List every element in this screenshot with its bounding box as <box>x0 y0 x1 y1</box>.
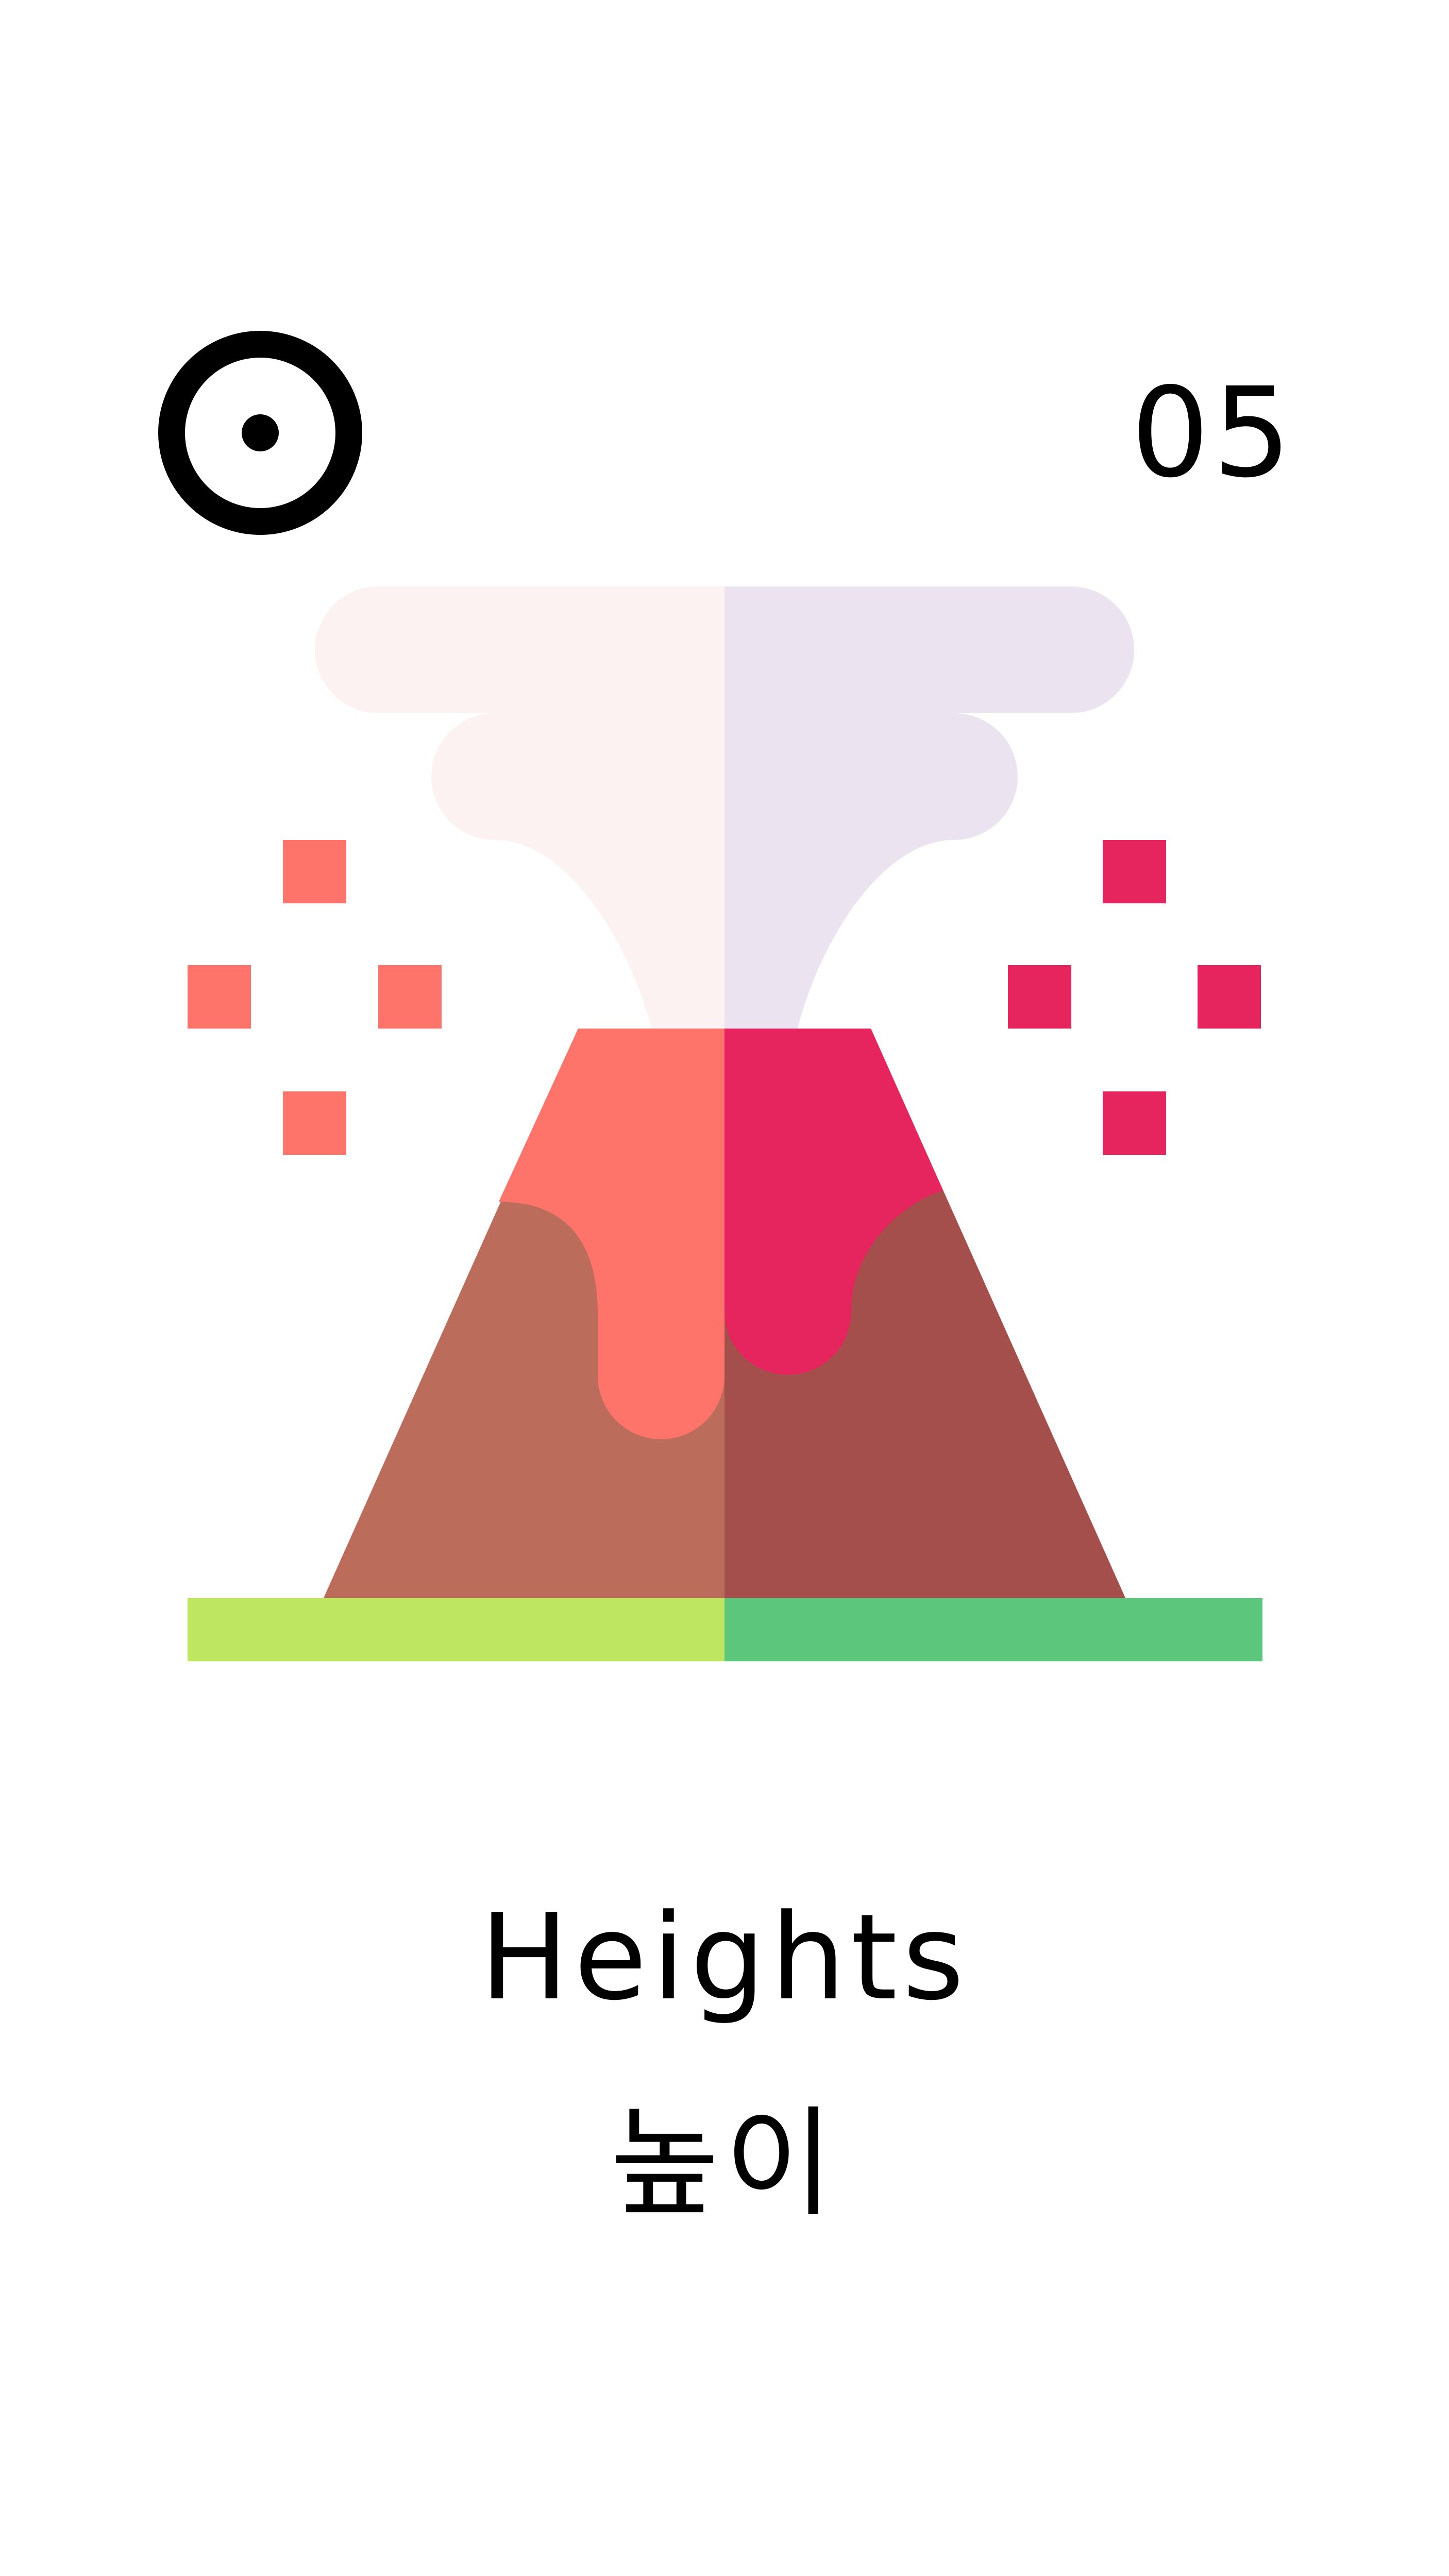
sun-circled-dot-icon <box>158 331 362 535</box>
spark-square <box>1103 1091 1166 1155</box>
spark-square <box>283 1091 346 1155</box>
spark-square <box>1103 840 1166 903</box>
smoke-plume-left <box>315 586 724 1100</box>
ground-left <box>188 1598 724 1661</box>
word-korean: 높이 <box>610 2095 839 2233</box>
spark-square <box>378 965 442 1029</box>
erupting-volcano-icon <box>188 586 1262 1661</box>
spark-square <box>1008 965 1071 1029</box>
spark-square <box>1198 965 1261 1029</box>
spark-square <box>188 965 251 1029</box>
ground-right <box>724 1598 1262 1661</box>
smoke-plume-right <box>724 586 1134 1100</box>
spark-square <box>283 840 346 903</box>
word-english: Heights <box>479 1889 970 2027</box>
lava-flow-left <box>499 1029 724 1439</box>
card-number: 05 <box>1131 361 1294 505</box>
lava-flow-right <box>724 1029 943 1375</box>
